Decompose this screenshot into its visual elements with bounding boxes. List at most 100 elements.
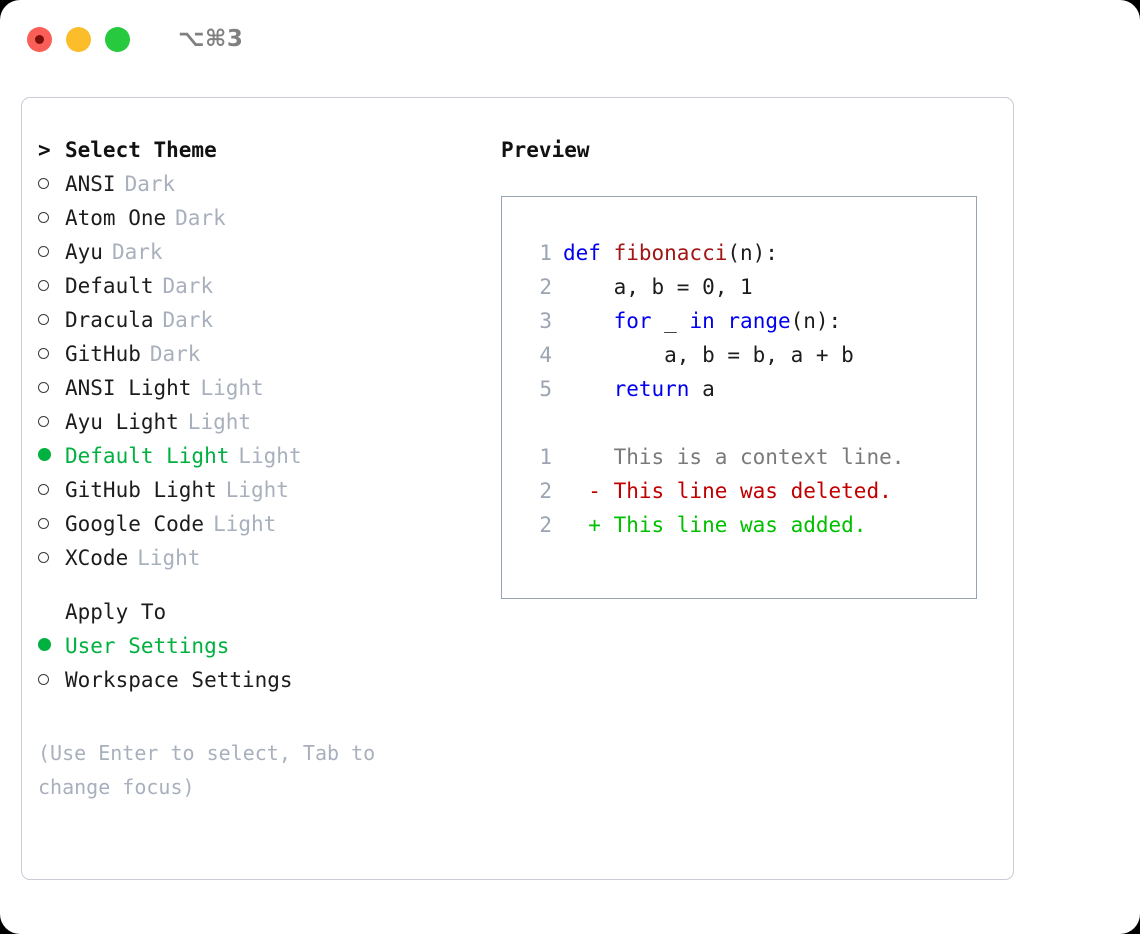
theme-option-name: Ayu Light	[65, 410, 179, 434]
code-text: def fibonacci(n):	[563, 241, 778, 265]
traffic-lights	[27, 26, 130, 52]
radio-unselected-icon	[38, 242, 65, 263]
apply-to-header: Apply To	[38, 600, 493, 634]
radio-unselected-icon	[38, 208, 65, 229]
radio-unselected-icon	[38, 344, 65, 365]
diff-sample: 1 This is a context line.2 - This line w…	[524, 445, 976, 547]
code-token: _	[651, 309, 690, 333]
radio-unselected-icon	[38, 480, 65, 501]
line-number: 2	[539, 479, 552, 503]
apply-to-label: Apply To	[65, 600, 167, 624]
theme-option-variant: Dark	[175, 206, 226, 230]
line-number: 3	[539, 309, 552, 333]
code-token: return	[613, 377, 690, 401]
theme-option-name: Ayu	[65, 240, 103, 264]
code-text: for _ in range(n):	[563, 309, 842, 333]
theme-option-variant: Light	[200, 376, 264, 400]
code-line: 4 a, b = b, a + b	[524, 343, 976, 377]
theme-option-variant: Dark	[124, 172, 176, 196]
code-token: (n):	[727, 241, 778, 265]
code-token: range	[727, 309, 791, 333]
line-number: 1	[539, 241, 552, 265]
code-token	[563, 309, 614, 333]
line-number: 2	[539, 513, 552, 537]
diff-line: 2 - This line was deleted.	[524, 479, 976, 513]
theme-option-variant: Light	[187, 410, 252, 434]
code-token: a	[689, 377, 715, 401]
line-number: 4	[539, 343, 552, 367]
diff-sign: -	[563, 479, 614, 503]
theme-option-name: GitHub Light	[65, 478, 217, 502]
code-line: 3 for _ in range(n):	[524, 309, 976, 343]
close-button[interactable]	[27, 26, 52, 52]
code-text: a, b = b, a + b	[563, 343, 854, 367]
code-token: def	[563, 241, 614, 265]
theme-option-name: XCode	[65, 546, 129, 570]
radio-unselected-icon	[38, 670, 65, 691]
apply-to-option-label: User Settings	[65, 634, 230, 658]
maximize-button[interactable]	[105, 26, 130, 52]
apply-to-option-user-settings[interactable]: User Settings	[38, 634, 493, 668]
theme-option-name: Default	[65, 274, 154, 298]
theme-option-name: GitHub	[65, 342, 141, 366]
caret-icon: >	[38, 138, 51, 162]
title-bar: ⌥⌘3	[0, 0, 1140, 78]
code-line: 2 a, b = 0, 1	[524, 275, 976, 309]
theme-option-variant: Dark	[162, 274, 214, 298]
radio-selected-icon	[38, 446, 65, 467]
keyboard-shortcut-label: ⌥⌘3	[178, 26, 244, 52]
theme-option-variant: Light	[137, 546, 201, 570]
code-line: 1 def fibonacci(n):	[524, 241, 976, 275]
hint-spacer	[38, 702, 493, 736]
theme-option-name: ANSI Light	[65, 376, 192, 400]
radio-unselected-icon	[38, 378, 65, 399]
preview-title: Preview	[501, 138, 590, 162]
theme-option-ansi-light[interactable]: ANSI Light Light	[38, 376, 493, 410]
radio-unselected-icon	[38, 548, 65, 569]
code-token: a, b = 0, 1	[563, 275, 753, 299]
line-number: 5	[539, 377, 552, 401]
code-token	[715, 309, 728, 333]
theme-option-name: Google Code	[65, 512, 205, 536]
theme-option-ayu-light[interactable]: Ayu Light Light	[38, 410, 493, 444]
theme-option-variant: Dark	[111, 240, 163, 264]
theme-option-variant: Light	[213, 512, 277, 536]
theme-option-name: ANSI	[65, 172, 116, 196]
theme-option-ansi[interactable]: ANSI Dark	[38, 172, 493, 206]
theme-option-variant: Dark	[162, 308, 214, 332]
theme-option-ayu[interactable]: Ayu Dark	[38, 240, 493, 274]
code-line: 5 return a	[524, 377, 976, 411]
minimize-button[interactable]	[66, 26, 91, 52]
theme-option-xcode[interactable]: XCode Light	[38, 546, 493, 580]
code-text: return a	[563, 377, 715, 401]
theme-option-name: Atom One	[65, 206, 167, 230]
theme-option-atom-one[interactable]: Atom One Dark	[38, 206, 493, 240]
diff-sign	[563, 445, 614, 469]
diff-line: 1 This is a context line.	[524, 445, 976, 479]
theme-option-default[interactable]: Default Dark	[38, 274, 493, 308]
theme-option-google-code[interactable]: Google Code Light	[38, 512, 493, 546]
diff-text: This line was deleted.	[613, 479, 892, 503]
code-token: for	[613, 309, 652, 333]
radio-unselected-icon	[38, 310, 65, 331]
theme-option-variant: Light	[238, 444, 302, 468]
theme-option-name: Dracula	[65, 308, 154, 332]
radio-unselected-icon	[38, 412, 65, 433]
apply-to-option-label: Workspace Settings	[65, 668, 293, 692]
diff-sign: +	[563, 513, 614, 537]
radio-unselected-icon	[38, 174, 65, 195]
apply-to-option-workspace-settings[interactable]: Workspace Settings	[38, 668, 493, 702]
theme-option-dracula[interactable]: Dracula Dark	[38, 308, 493, 342]
diff-text: This is a context line.	[613, 445, 905, 469]
line-number: 2	[539, 275, 552, 299]
radio-unselected-icon	[38, 514, 65, 535]
diff-line: 2 + This line was added.	[524, 513, 976, 547]
